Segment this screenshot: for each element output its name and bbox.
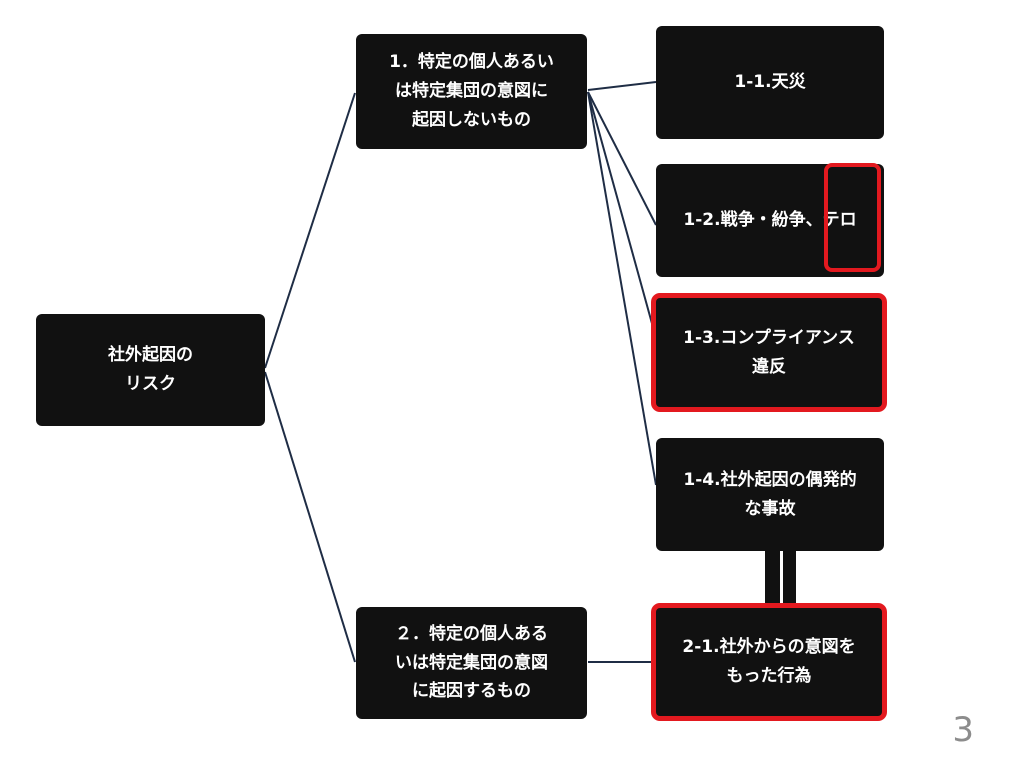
highlight-terror-box [824,163,881,272]
connector-root-to-category2 [264,371,356,663]
link-bar-left [765,551,780,608]
category-node-1: 1．特定の個人あるい は特定集団の意図に 起因しないもの [356,34,587,149]
connector-category1-to-1-2 [587,91,657,226]
category-node-2: ２．特定の個人ある いは特定集団の意図 に起因するもの [356,607,587,719]
leaf-node-1-3: 1-3.コンプライアンス 違反 [651,293,887,412]
link-bar-right [783,551,796,608]
leaf-node-1-1: 1-1.天災 [656,26,884,139]
leaf-node-2-1: 2-1.社外からの意図を もった行為 [651,603,887,721]
connector-category1-to-1-3 [587,91,657,339]
connector-root-to-category1 [264,92,356,369]
leaf-node-1-2: 1-2.戦争・紛争、テロ [656,164,884,277]
leaf-node-1-4: 1-4.社外起因の偶発的 な事故 [656,438,884,551]
root-node: 社外起因の リスク [36,314,265,426]
connector-category1-to-1-4 [587,91,657,486]
connector-category1-to-1-1 [587,81,657,91]
page-number: 3 [952,710,974,750]
